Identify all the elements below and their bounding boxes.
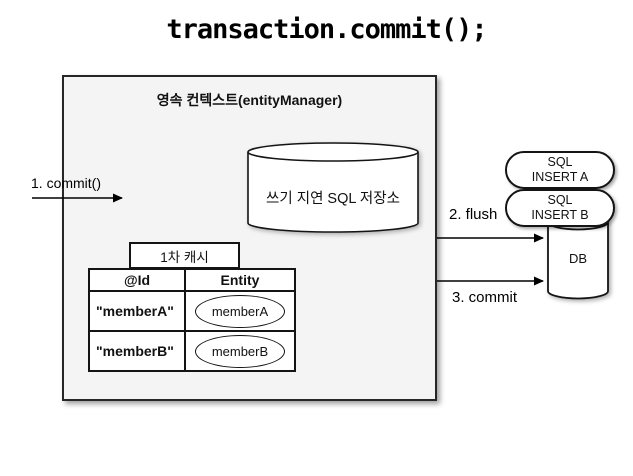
cache-cell-entity-membera: memberA (186, 292, 294, 330)
cache-table-header-id: @Id (90, 270, 186, 290)
cache-cell-id-memberb: "memberB" (90, 332, 186, 370)
flush-arrow-label: 2. flush (449, 206, 498, 223)
sql-insert-a-line2: INSERT A (531, 170, 589, 184)
sql-store-label: 쓰기 지연 SQL 저장소 (266, 191, 400, 207)
cache-table-header-row: @Id Entity (90, 270, 294, 290)
commit-db-arrow-label: 3. commit (452, 289, 518, 306)
sql-insert-b-note: SQL INSERT B (505, 189, 615, 227)
persistence-context-label: 영속 컨텍스트(entityManager) (156, 92, 343, 108)
cache-table-row-memberb: "memberB" memberB (90, 330, 294, 370)
sql-insert-a-line1: SQL (547, 155, 573, 169)
entity-ellipse-memberb: memberB (195, 334, 285, 368)
commit-arrow-label: 1. commit() (31, 175, 101, 191)
cache-cell-entity-memberb: memberB (186, 332, 294, 370)
diagram-title: transaction.commit(); (166, 14, 487, 45)
cache-table-header-entity: Entity (220, 272, 260, 288)
first-level-cache-tab: 1차 캐시 (129, 242, 240, 269)
sql-insert-b-line2: INSERT B (531, 208, 589, 222)
entity-ellipse-membera: memberA (195, 294, 285, 328)
db-label: DB (568, 251, 588, 266)
cache-table-row-membera: "memberA" memberA (90, 290, 294, 330)
sql-insert-b-line1: SQL (547, 193, 573, 207)
sql-insert-a-note: SQL INSERT A (505, 151, 615, 189)
first-level-cache-table: @Id Entity "memberA" memberA "memberB" m… (88, 268, 296, 372)
cache-cell-id-membera: "memberA" (90, 292, 186, 330)
